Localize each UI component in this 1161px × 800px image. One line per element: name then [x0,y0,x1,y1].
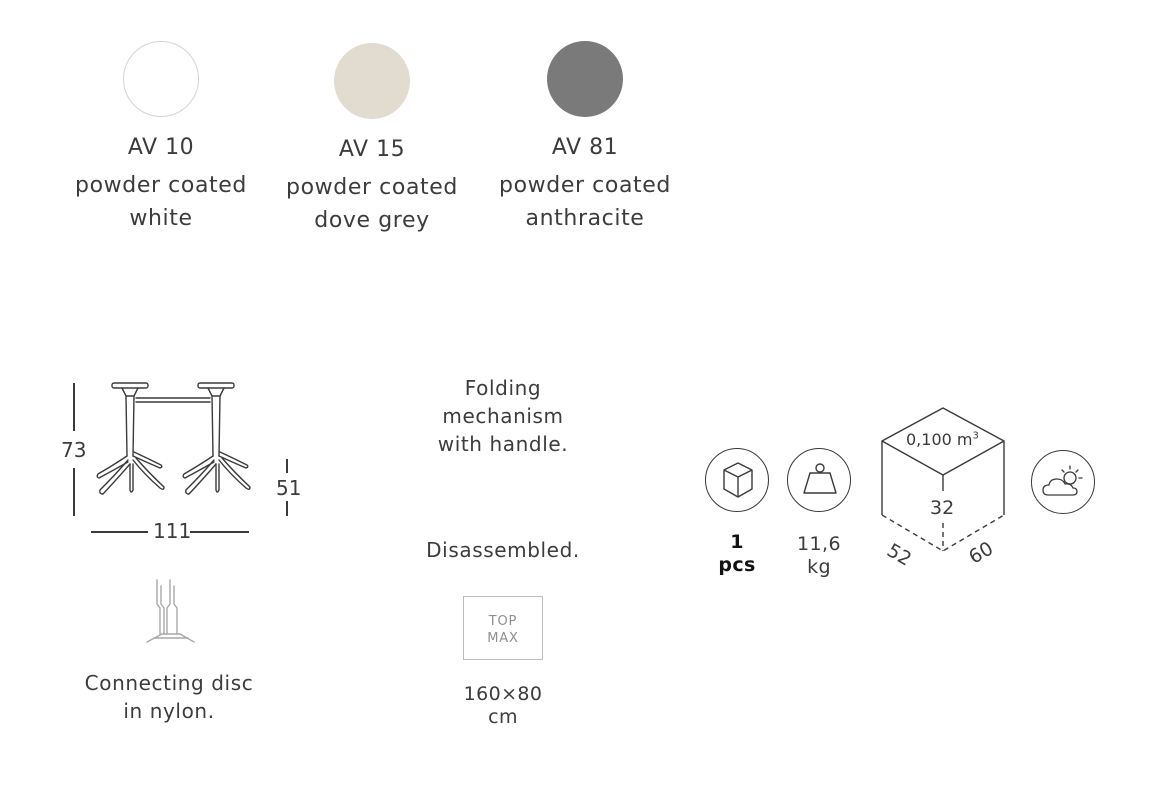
folded-height-line-bottom [286,501,288,516]
package-weight-icon [787,448,851,512]
folding-mechanism-caption: Folding mechanism with handle. [437,376,569,456]
finish-description: powder coated anthracite [499,173,671,231]
package-box-drawing [881,407,1005,552]
finish-code: AV 10 [127,135,195,160]
top-max-icon: TOP MAX [463,596,543,660]
package-volume-label: 0,100 m3 [906,430,979,449]
sun-cloud-icon [1042,465,1083,496]
height-dimension-line-bottom [73,468,75,516]
cube-icon [723,462,753,498]
finish-code: AV 15 [338,137,406,162]
outdoor-use-icon [1031,450,1095,514]
finish-swatch-av81: AV 81 powder coated anthracite [485,41,685,235]
disassembled-caption: Disassembled. [426,538,580,562]
width-dimension-line-right [190,531,249,533]
top-max-label-max: MAX [487,631,519,646]
color-swatch-white [123,41,199,117]
top-max-label-top: TOP [488,614,518,629]
package-weight-label: 11,6 kg [797,533,841,578]
weight-icon [803,463,837,494]
width-dimension-value: 111 [153,519,192,543]
table-base-drawing [96,382,251,495]
package-pieces-label: 1 pcs [718,531,756,576]
color-swatch-anthracite [547,41,623,117]
height-dimension-value: 73 [61,438,87,462]
finish-code: AV 81 [551,135,619,160]
connecting-disc-caption: Connecting disc in nylon. [84,671,254,723]
finish-description: powder coated dove grey [286,175,458,233]
finish-description: powder coated white [75,173,247,231]
package-pieces-icon [705,448,769,512]
folded-height-line-top [286,459,288,473]
folded-height-value: 51 [276,476,302,500]
package-box-height: 32 [930,497,955,519]
top-max-size: 160×80 cm [463,683,543,728]
color-swatch-dove-grey [334,43,410,119]
finish-swatch-av15: AV 15 powder coated dove grey [272,43,472,237]
width-dimension-line-left [91,531,148,533]
height-dimension-line-top [73,383,75,431]
connecting-disc-drawing [146,579,195,643]
finish-swatch-av10: AV 10 powder coated white [61,41,261,235]
